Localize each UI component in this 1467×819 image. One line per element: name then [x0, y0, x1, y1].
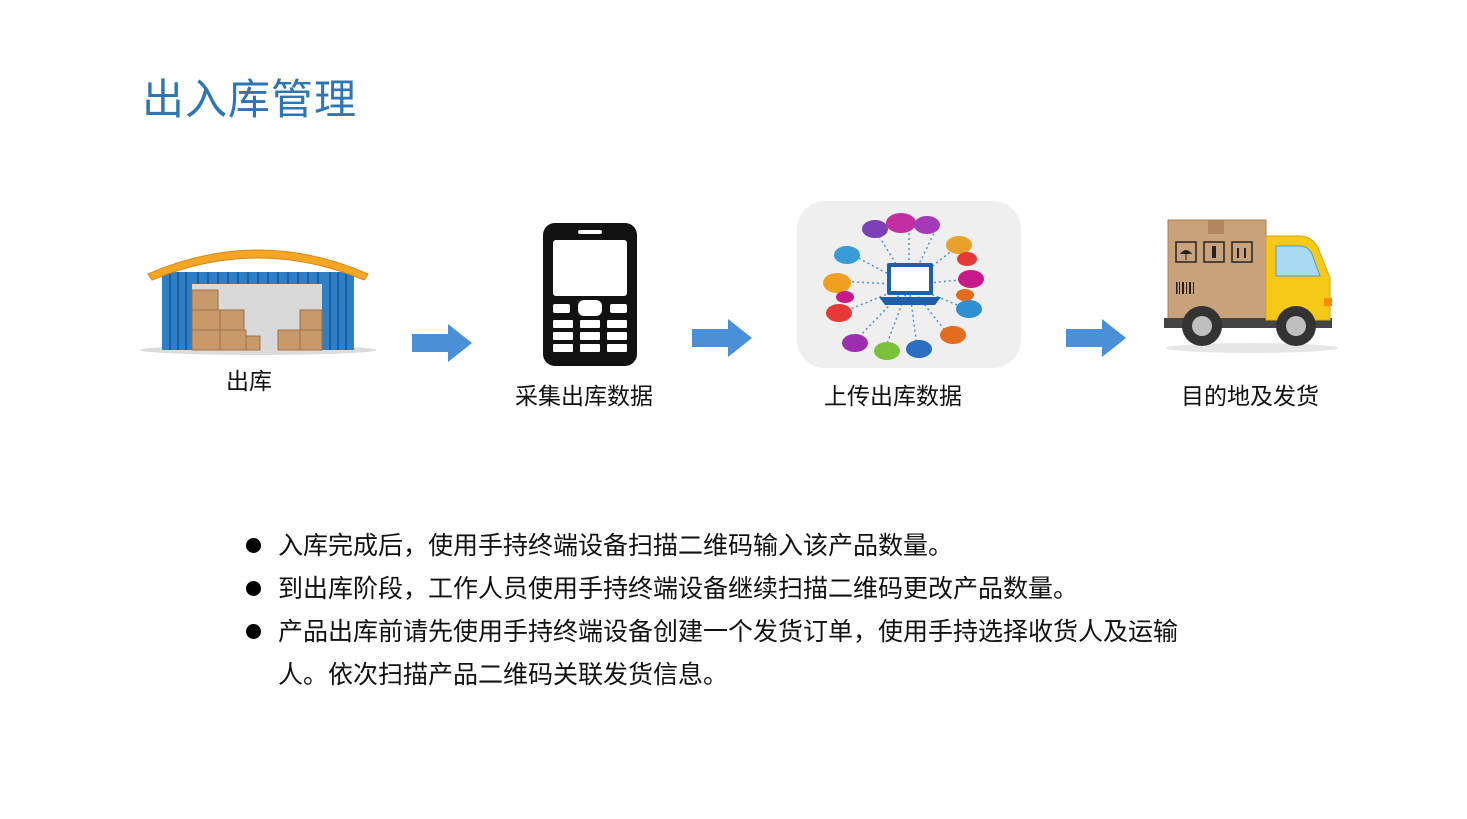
- step-label-warehouse: 出库: [226, 369, 272, 395]
- flow-arrow-3: [1064, 318, 1128, 362]
- bullet-text: 入库完成后，使用手持终端设备扫描二维码输入该产品数量。: [278, 531, 954, 560]
- step-label-destination: 目的地及发货: [1181, 384, 1319, 410]
- bullet-list: 入库完成后，使用手持终端设备扫描二维码输入该产品数量。 到出库阶段，工作人员使用…: [244, 524, 1244, 696]
- step-label-upload: 上传出库数据: [824, 384, 962, 410]
- bullet-item: 入库完成后，使用手持终端设备扫描二维码输入该产品数量。: [244, 524, 1244, 567]
- bullet-dot-icon: [246, 581, 261, 596]
- step-warehouse: [138, 232, 378, 357]
- bullet-text: 产品出库前请先使用手持终端设备创建一个发货订单，使用手持选择收货人及运输人。依次…: [278, 617, 1179, 689]
- flow-arrow-2: [690, 318, 754, 362]
- bullet-item: 产品出库前请先使用手持终端设备创建一个发货订单，使用手持选择收货人及运输人。依次…: [244, 610, 1223, 696]
- mobile-phone-icon: [543, 223, 637, 366]
- step-truck: [1160, 214, 1340, 356]
- cloud-network-laptop-icon: [797, 201, 1021, 368]
- step-phone: [542, 222, 638, 367]
- bullet-item: 到出库阶段，工作人员使用手持终端设备继续扫描二维码更改产品数量。: [244, 567, 1244, 610]
- flow-arrow-1: [410, 323, 474, 367]
- step-label-collect: 采集出库数据: [515, 384, 653, 410]
- bullet-dot-icon: [246, 624, 261, 639]
- bullet-text: 到出库阶段，工作人员使用手持终端设备继续扫描二维码更改产品数量。: [278, 574, 1079, 603]
- right-arrow-icon: [1066, 319, 1126, 357]
- right-arrow-icon: [692, 319, 752, 357]
- page-title: 出入库管理: [142, 75, 358, 124]
- warehouse-icon: [140, 249, 376, 355]
- bullet-dot-icon: [246, 538, 261, 553]
- delivery-truck-icon: [1164, 219, 1338, 353]
- right-arrow-icon: [412, 324, 472, 362]
- step-cloud: [797, 201, 1021, 368]
